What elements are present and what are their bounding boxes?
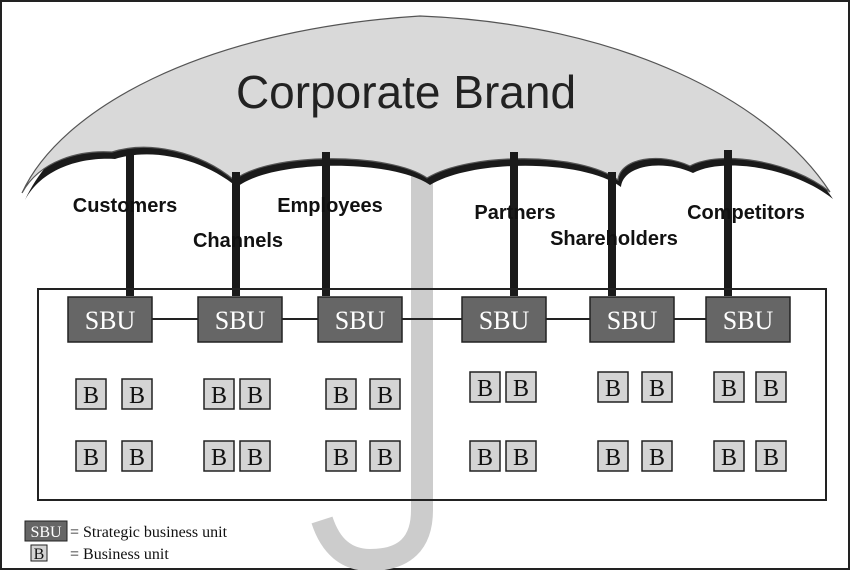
business-unit-label: B	[477, 445, 493, 471]
business-unit-label: B	[247, 445, 263, 471]
business-unit-box	[641, 440, 673, 472]
business-unit-box	[203, 378, 235, 410]
diagram-title: Corporate Brand	[236, 66, 576, 118]
business-unit-label: B	[605, 445, 621, 471]
business-unit-box	[641, 371, 673, 403]
business-unit-box	[469, 440, 501, 472]
stakeholder-label: Channels	[193, 230, 283, 252]
business-unit-box	[75, 440, 107, 472]
business-unit-label: B	[83, 383, 99, 409]
business-unit-label: B	[129, 383, 145, 409]
business-unit-label: B	[649, 445, 665, 471]
stakeholder-label: Shareholders	[550, 228, 678, 250]
business-unit-box	[713, 371, 745, 403]
business-unit-label: B	[721, 445, 737, 471]
sbu-box	[589, 296, 675, 343]
business-unit-box	[203, 440, 235, 472]
business-unit-label: B	[129, 445, 145, 471]
business-unit-label: B	[211, 383, 227, 409]
umbrella-shaft	[311, 175, 433, 570]
legend-sbu-swatch	[24, 520, 68, 542]
business-unit-label: B	[763, 376, 779, 402]
business-unit-box	[597, 440, 629, 472]
sbu-label: SBU	[479, 306, 530, 335]
business-unit-label: B	[333, 383, 349, 409]
stakeholder-label: Customers	[73, 195, 177, 217]
sbu-label: SBU	[215, 306, 266, 335]
business-unit-label: B	[605, 376, 621, 402]
stakeholder-label: Competitors	[687, 202, 805, 224]
business-unit-label: B	[377, 383, 393, 409]
business-unit-label: B	[333, 445, 349, 471]
business-unit-box	[75, 378, 107, 410]
business-unit-box	[239, 378, 271, 410]
business-unit-box	[469, 371, 501, 403]
sbu-box	[317, 296, 403, 343]
business-unit-box	[597, 371, 629, 403]
sbu-label: SBU	[85, 306, 136, 335]
legend-sbu-text: = Strategic business unit	[70, 524, 228, 541]
legend-bu-key: B	[34, 546, 45, 563]
business-unit-box	[121, 440, 153, 472]
sbu-box	[461, 296, 547, 343]
umbrella-ribs	[126, 150, 732, 296]
business-unit-label: B	[513, 376, 529, 402]
business-unit-box	[325, 440, 357, 472]
legend: SBU = Strategic business unit B = Busine…	[24, 520, 228, 563]
legend-bu-swatch	[30, 544, 48, 562]
legend-bu-text: = Business unit	[70, 546, 169, 563]
business-unit-box	[369, 378, 401, 410]
business-unit-label: B	[377, 445, 393, 471]
business-unit-label: B	[721, 376, 737, 402]
business-unit-label: B	[763, 445, 779, 471]
legend-sbu-key: SBU	[30, 524, 62, 541]
business-unit-label: B	[477, 376, 493, 402]
business-unit-label: B	[513, 445, 529, 471]
business-unit-group: B B B B B B B B B B B B B B B B B	[75, 371, 787, 472]
sbu-group: SBU SBU SBU SBU SBU SBU	[67, 296, 791, 343]
business-unit-box	[505, 371, 537, 403]
business-unit-label: B	[649, 376, 665, 402]
business-unit-label: B	[83, 445, 99, 471]
business-unit-box	[505, 440, 537, 472]
sbu-label: SBU	[335, 306, 386, 335]
business-unit-box	[713, 440, 745, 472]
business-unit-box	[325, 378, 357, 410]
sbu-box	[197, 296, 283, 343]
sbu-box	[705, 296, 791, 343]
business-unit-label: B	[247, 383, 263, 409]
business-unit-box	[755, 440, 787, 472]
business-unit-box	[121, 378, 153, 410]
umbrella-canopy	[21, 15, 831, 194]
business-unit-box	[369, 440, 401, 472]
stakeholder-label: Partners	[474, 202, 555, 224]
business-unit-box	[755, 371, 787, 403]
business-unit-label: B	[211, 445, 227, 471]
business-units-box	[37, 288, 827, 501]
business-unit-box	[239, 440, 271, 472]
sbu-label: SBU	[607, 306, 658, 335]
sbu-box	[67, 296, 153, 343]
stakeholder-label: Employees	[277, 195, 383, 217]
sbu-label: SBU	[723, 306, 774, 335]
